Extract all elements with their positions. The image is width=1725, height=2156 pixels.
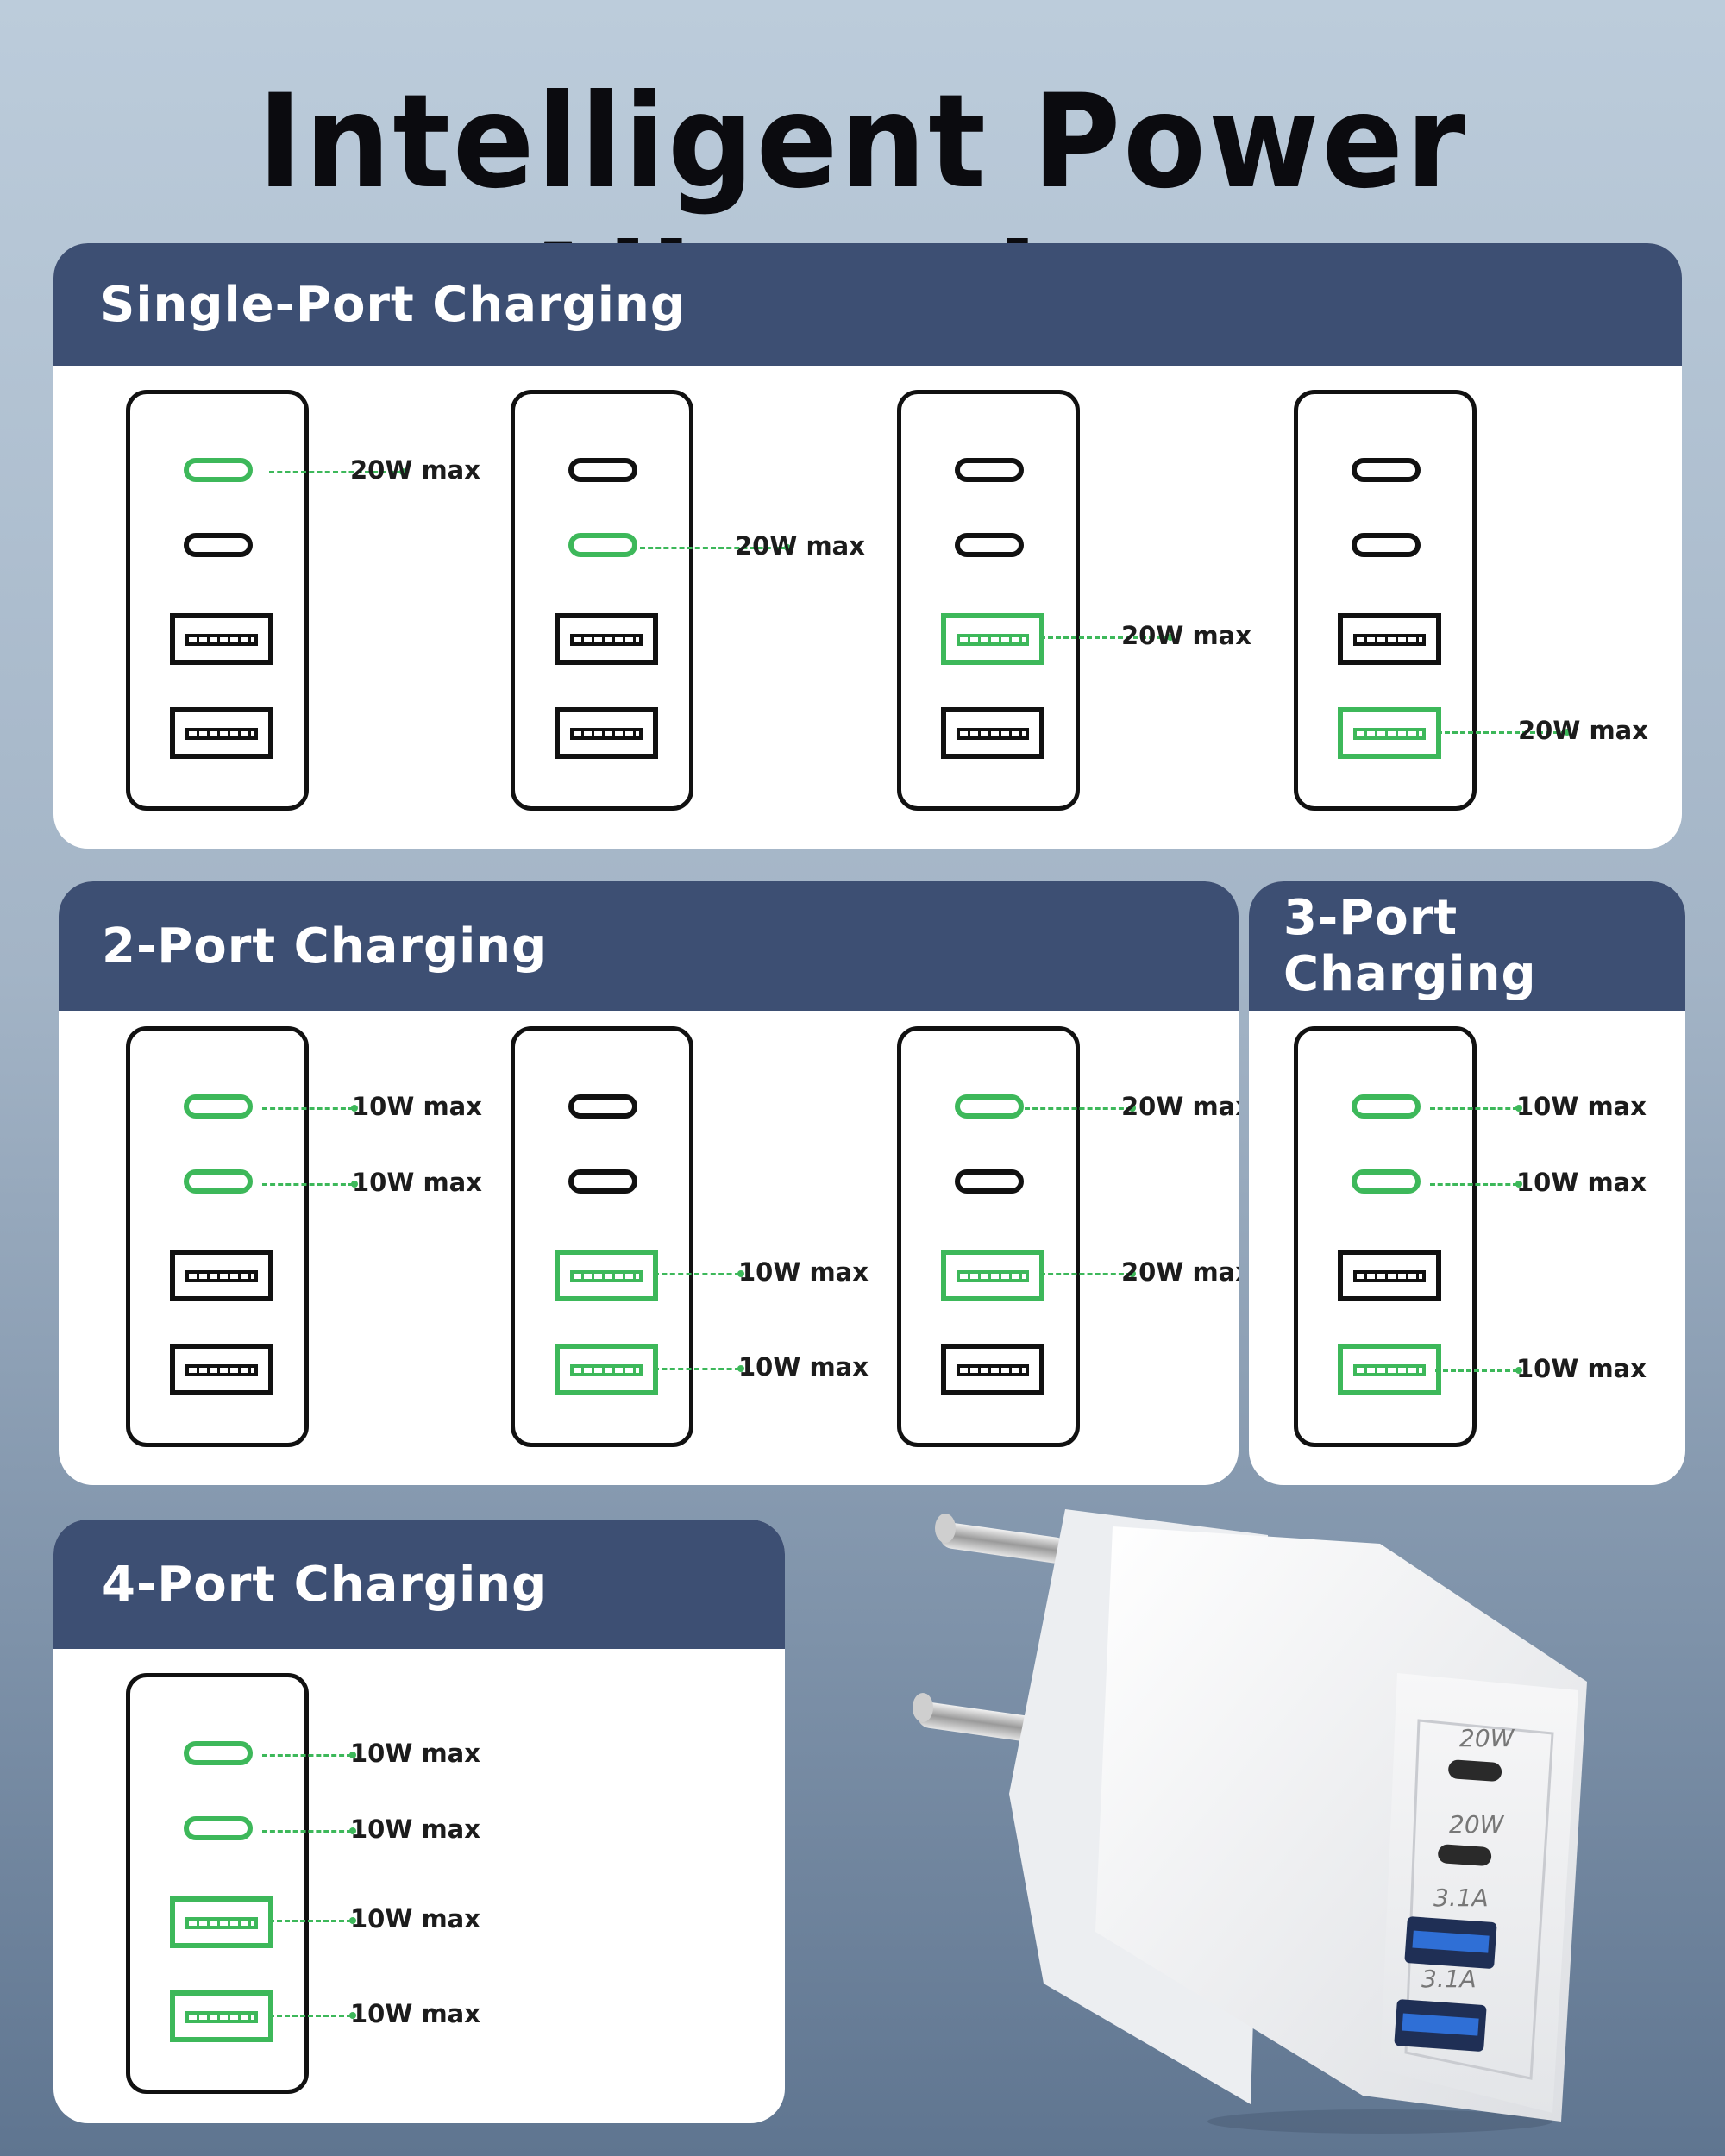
usb-c-port-2	[184, 533, 253, 557]
dashed-leader	[1025, 1105, 1136, 1112]
usb-c-port-1-active	[1352, 1094, 1421, 1119]
usb-a-port-1	[170, 1250, 273, 1301]
usb-a-port-2-active	[1338, 1344, 1441, 1395]
power-label: 10W max	[350, 1814, 480, 1844]
dashed-leader	[654, 1270, 744, 1277]
power-label: 10W max	[1516, 1354, 1647, 1383]
dashed-leader	[262, 1105, 358, 1112]
charger-diagram	[126, 1026, 309, 1447]
charger-diagram	[1294, 390, 1477, 811]
usb-c-port-1	[568, 458, 637, 482]
charger-diagram	[897, 1026, 1080, 1447]
product-usb-c-port	[1438, 1844, 1492, 1866]
power-label: 20W max	[1518, 716, 1648, 745]
power-label: 10W max	[738, 1352, 869, 1382]
power-label: 20W max	[1121, 1257, 1239, 1287]
dashed-leader	[1437, 729, 1571, 736]
power-label: 20W max	[350, 455, 480, 485]
dashed-leader	[640, 544, 791, 551]
dashed-leader	[1430, 1181, 1522, 1188]
dashed-leader	[654, 1365, 744, 1372]
power-label: 10W max	[350, 1999, 480, 2028]
charger-diagram	[126, 390, 309, 811]
power-label: 20W max	[735, 531, 865, 561]
two-port-panel: 2-Port Charging 10W max 10W max 10W max …	[59, 881, 1239, 1485]
usb-a-port-2-active	[1338, 707, 1441, 759]
port-label-3: 3.1A	[1433, 1883, 1489, 1912]
usb-c-port-2	[955, 533, 1024, 557]
power-label: 20W max	[1121, 1092, 1239, 1121]
charger-diagram	[126, 1673, 309, 2094]
usb-c-port-1-active	[184, 1741, 253, 1765]
usb-a-port-2	[170, 1344, 273, 1395]
four-port-panel: 4-Port Charging 10W max 10W max 10W max …	[53, 1520, 785, 2123]
usb-c-port-1	[955, 458, 1024, 482]
dashed-leader	[269, 2012, 356, 2019]
charger-diagram	[897, 390, 1080, 811]
dashed-leader	[269, 1917, 356, 1924]
power-label: 10W max	[350, 1739, 480, 1768]
usb-a-port-2	[941, 707, 1044, 759]
usb-c-port-1	[1352, 458, 1421, 482]
single-port-header: Single-Port Charging	[53, 243, 1682, 366]
usb-a-port-1-active	[941, 1250, 1044, 1301]
usb-a-port-2	[941, 1344, 1044, 1395]
usb-c-port-2	[955, 1169, 1024, 1194]
usb-a-port-1	[170, 613, 273, 665]
usb-a-port-2	[555, 707, 658, 759]
port-label-4: 3.1A	[1421, 1965, 1477, 1993]
dashed-leader	[1040, 1270, 1136, 1277]
port-label-2: 20W	[1449, 1810, 1505, 1839]
charger-diagram	[511, 390, 693, 811]
usb-a-port-1	[1338, 613, 1441, 665]
usb-a-port-1	[1338, 1250, 1441, 1301]
usb-c-port-2-active	[1352, 1169, 1421, 1194]
usb-c-port-1-active	[955, 1094, 1024, 1119]
usb-a-port-2-active	[170, 1990, 273, 2042]
two-port-header: 2-Port Charging	[59, 881, 1239, 1011]
power-label: 10W max	[352, 1092, 482, 1121]
usb-a-port-1-active	[555, 1250, 658, 1301]
dashed-leader	[1430, 1105, 1522, 1112]
product-usb-a-port	[1404, 1916, 1497, 1969]
plug-pin	[935, 1514, 1069, 1564]
usb-c-port-1	[568, 1094, 637, 1119]
usb-a-port-2	[170, 707, 273, 759]
power-label: 10W max	[350, 1904, 480, 1934]
usb-a-port-1	[555, 613, 658, 665]
port-label-1: 20W	[1459, 1724, 1515, 1752]
power-label: 10W max	[738, 1257, 869, 1287]
dashed-leader	[262, 1181, 358, 1188]
usb-c-port-2-active	[184, 1816, 253, 1840]
dashed-leader	[262, 1752, 356, 1758]
four-port-header: 4-Port Charging	[53, 1520, 785, 1649]
charger-diagram	[511, 1026, 693, 1447]
dashed-leader	[1040, 634, 1174, 641]
usb-c-port-2-active	[184, 1169, 253, 1194]
dashed-leader	[262, 1827, 356, 1834]
product-usb-a-port	[1394, 1999, 1487, 2052]
power-label: 10W max	[1516, 1168, 1647, 1197]
usb-c-port-2	[568, 1169, 637, 1194]
usb-a-port-2-active	[555, 1344, 658, 1395]
power-label: 10W max	[1516, 1092, 1647, 1121]
charger-product-image: 20W 20W 3.1A 3.1A	[913, 1509, 1587, 2134]
dashed-leader	[269, 468, 406, 475]
three-port-header: 3-Port Charging	[1249, 881, 1685, 1011]
usb-c-port-2-active	[568, 533, 637, 557]
usb-c-port-1-active	[184, 1094, 253, 1119]
usb-a-port-1-active	[941, 613, 1044, 665]
usb-a-port-1-active	[170, 1896, 273, 1948]
usb-c-port-2	[1352, 533, 1421, 557]
charger-diagram	[1294, 1026, 1477, 1447]
product-usb-c-port	[1448, 1759, 1502, 1782]
dashed-leader	[1435, 1367, 1522, 1374]
three-port-panel: 3-Port Charging 10W max 10W max 10W max	[1249, 881, 1685, 1485]
power-label: 10W max	[352, 1168, 482, 1197]
usb-c-port-1-active	[184, 458, 253, 482]
power-label: 20W max	[1121, 621, 1251, 650]
single-port-panel: Single-Port Charging 20W max 20W max 20W…	[53, 243, 1682, 849]
